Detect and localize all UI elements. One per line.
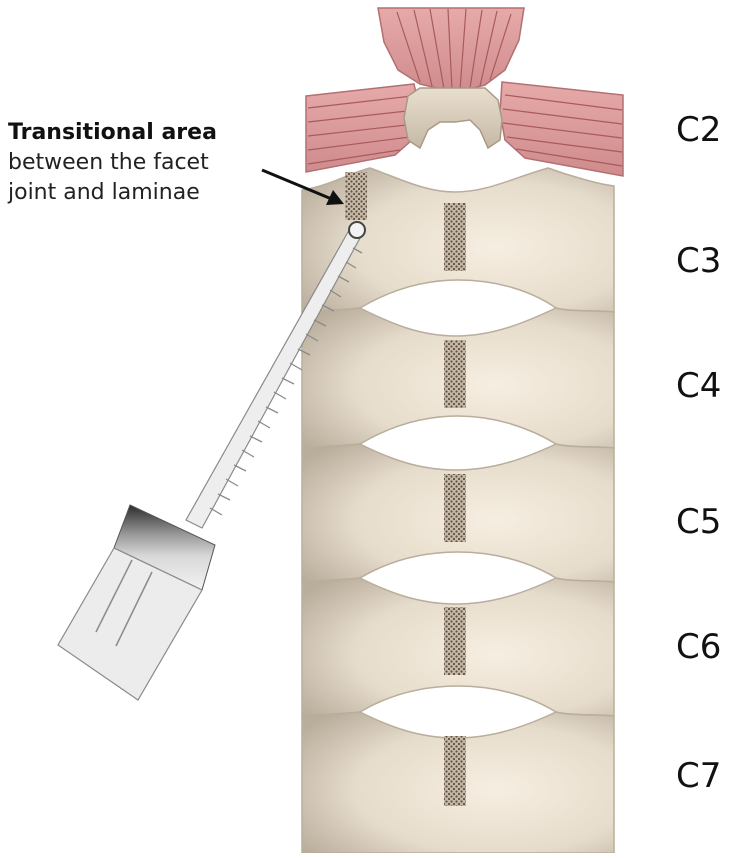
level-label-c3: C3 <box>676 241 722 281</box>
level-label-c7: C7 <box>676 756 722 796</box>
annotation-line-3: joint and laminae <box>8 180 200 205</box>
c2-vertebra <box>403 87 503 150</box>
level-label-c2: C2 <box>676 110 722 150</box>
level-label-c4: C4 <box>676 366 722 406</box>
level-label-c5: C5 <box>676 502 722 542</box>
surgical-instrument <box>57 221 366 701</box>
vertebra-c5 <box>301 443 615 583</box>
vertebra-c7 <box>301 711 615 854</box>
transitional-area-strip <box>345 172 367 220</box>
annotation-title: Transitional area <box>8 120 217 145</box>
vertebra-c6 <box>301 577 615 717</box>
annotation-text: Transitional area between the facet join… <box>8 118 278 208</box>
vertebra-c4 <box>301 307 615 449</box>
annotation-line-2: between the facet <box>8 150 209 175</box>
level-label-c6: C6 <box>676 627 722 667</box>
pointer-arrow <box>261 168 344 205</box>
c2-muscles <box>305 7 624 177</box>
